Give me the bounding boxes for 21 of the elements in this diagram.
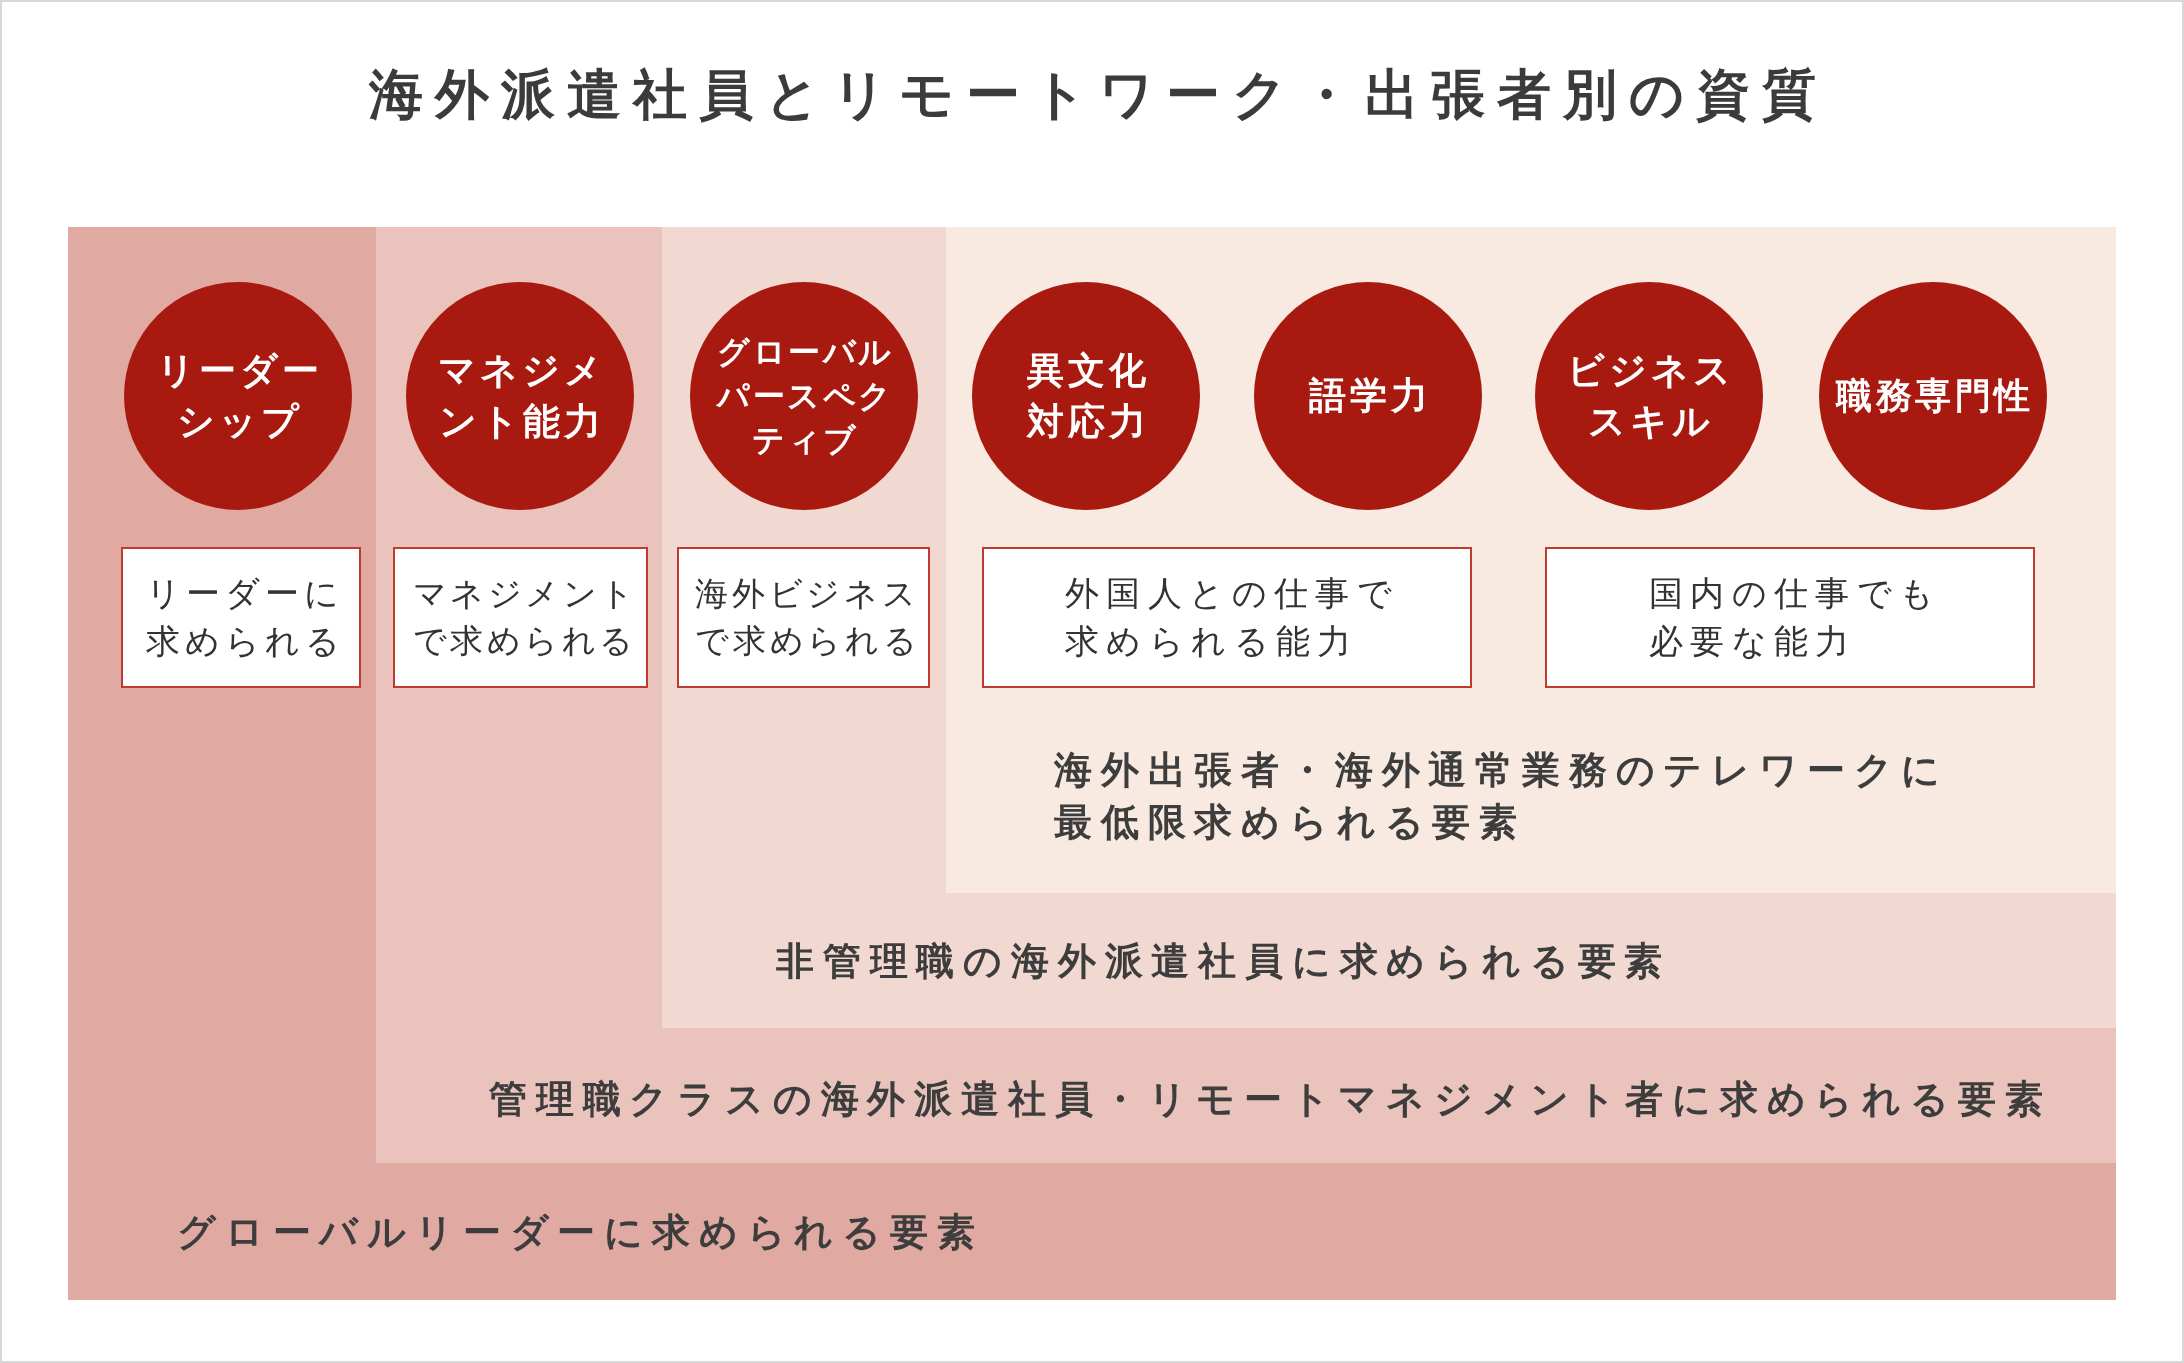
skill-circle: マネジメント能力 — [406, 282, 634, 510]
skill-circle: 異文化対応力 — [972, 282, 1200, 510]
tier-band — [662, 227, 2116, 1028]
title: 海外派遣社員とリモートワーク・出張者別の資質 — [367, 62, 1828, 128]
tier-band — [68, 227, 2116, 1300]
band-label: グローバルリーダーに求められる要素 — [177, 1209, 984, 1256]
skill-circle: リーダーシップ — [124, 282, 352, 510]
tier-band — [946, 227, 2116, 893]
skill-circle: ビジネススキル — [1535, 282, 1763, 510]
tier-band — [376, 227, 2116, 1163]
band-label: 管理職クラスの海外派遣社員・リモートマネジメント者に求められる要素 — [489, 1076, 2052, 1123]
text-box: 国内の仕事でも必要な能力 — [1545, 547, 2035, 688]
band-label: 非管理職の海外派遣社員に求められる要素 — [776, 938, 1672, 985]
skill-circle: 職務専門性 — [1819, 282, 2047, 510]
text-box: リーダーに求められる — [121, 547, 361, 688]
text-box: 外国人との仕事で求められる能力 — [982, 547, 1472, 688]
text-box: マネジメントで求められる — [393, 547, 648, 688]
band-label: 海外出張者・海外通常業務のテレワークに最低限求められる要素 — [1054, 747, 1951, 846]
text-box: 海外ビジネスで求められる — [677, 547, 930, 688]
skill-circle: グローバルパースペクティブ — [690, 282, 918, 510]
skill-circle: 語学力 — [1254, 282, 1482, 510]
